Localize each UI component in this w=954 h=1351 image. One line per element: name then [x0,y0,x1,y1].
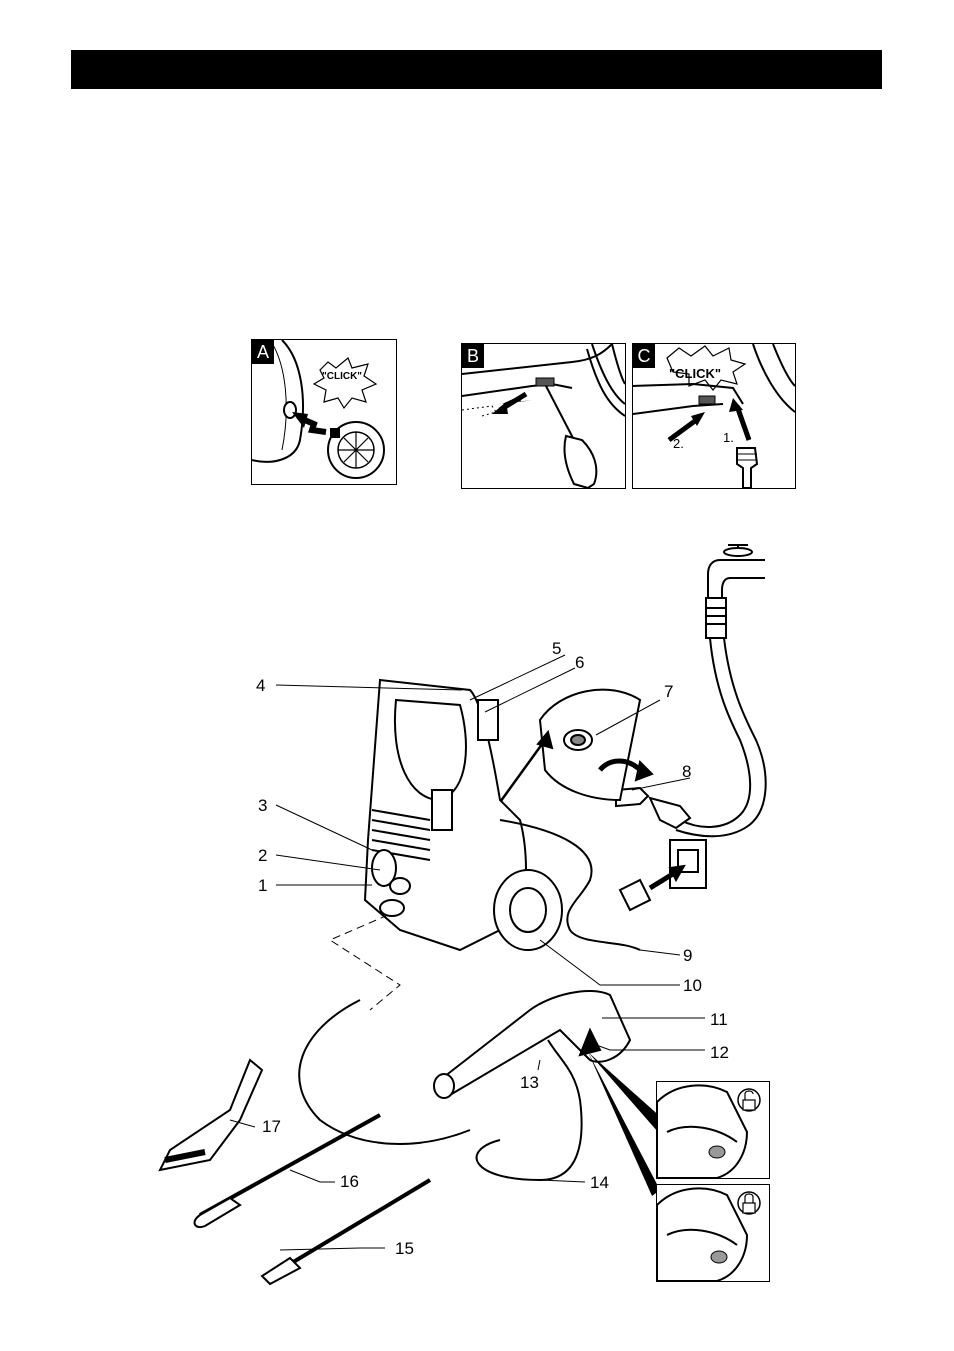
water-tap-illustration [676,545,766,836]
panel-b-illustration [462,344,625,488]
panel-letter-a: A [252,340,274,364]
unlocked-trigger-illustration [657,1082,769,1178]
inset-unlocked [656,1081,770,1179]
callout-7: 7 [664,682,673,701]
panel-letter-b: B [462,344,484,368]
panel-a-click-text: "CLICK" [322,371,362,382]
panel-c: C "CLICK" 2. 1. [632,343,796,489]
callout-9: 9 [683,946,692,965]
inset-locked [656,1184,770,1282]
header-bar [71,50,882,89]
machine-body-illustration [365,680,562,950]
callout-14: 14 [590,1173,609,1192]
callout-17: 17 [262,1117,281,1136]
callout-10: 10 [683,976,702,995]
callout-13: 13 [520,1073,539,1092]
callout-8: 8 [682,762,691,781]
callout-5: 5 [552,639,561,658]
callout-1: 1 [258,876,267,895]
callout-16: 16 [340,1172,359,1191]
locked-trigger-illustration [657,1185,769,1281]
callout-2: 2 [258,846,267,865]
panel-c-step-1: 1. [723,430,734,445]
callout-6: 6 [575,653,584,672]
panel-c-click-text: "CLICK" [669,366,721,381]
panel-a: A "CLICK" [251,339,397,485]
callout-12: 12 [710,1043,729,1062]
inlet-zoom-circle [498,690,652,805]
accessories-illustration [160,1000,470,1284]
dashed-link [330,915,400,1010]
panel-c-step-2: 2. [673,436,684,451]
panel-b: B [461,343,626,489]
wedge-unlock [588,1052,664,1132]
coupling-illustration [616,788,690,828]
callout-15: 15 [395,1239,414,1258]
panel-letter-c: C [633,344,655,368]
callout-11: 11 [710,1010,728,1029]
callout-3: 3 [258,796,267,815]
callout-4: 4 [256,676,265,695]
